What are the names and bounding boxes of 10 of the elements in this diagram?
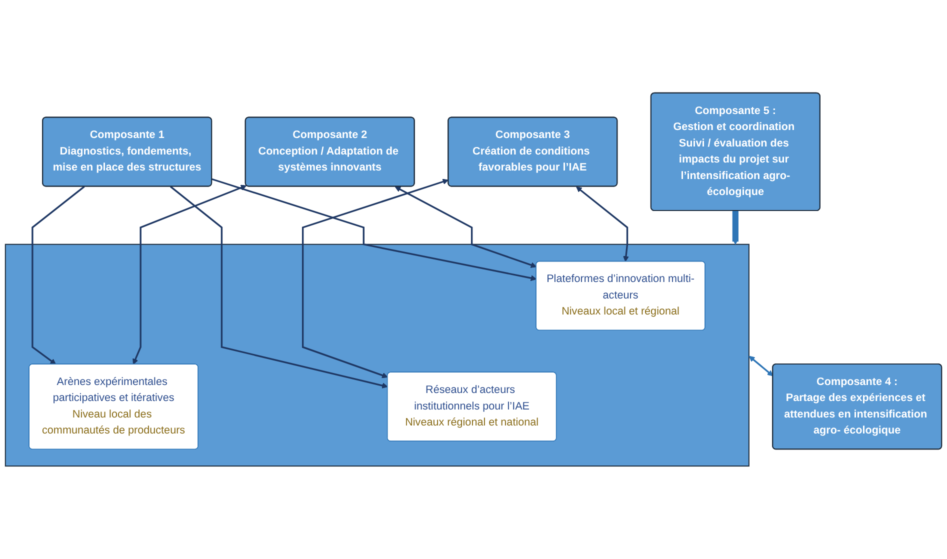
arrow [170,186,388,388]
arrow [32,186,85,365]
arrow [576,186,629,262]
arrow [748,356,774,376]
arrow [302,178,448,378]
arrow [132,184,247,365]
arrow [212,178,537,282]
arrow [732,210,738,245]
cluster [4,244,750,467]
arrow [394,186,537,268]
